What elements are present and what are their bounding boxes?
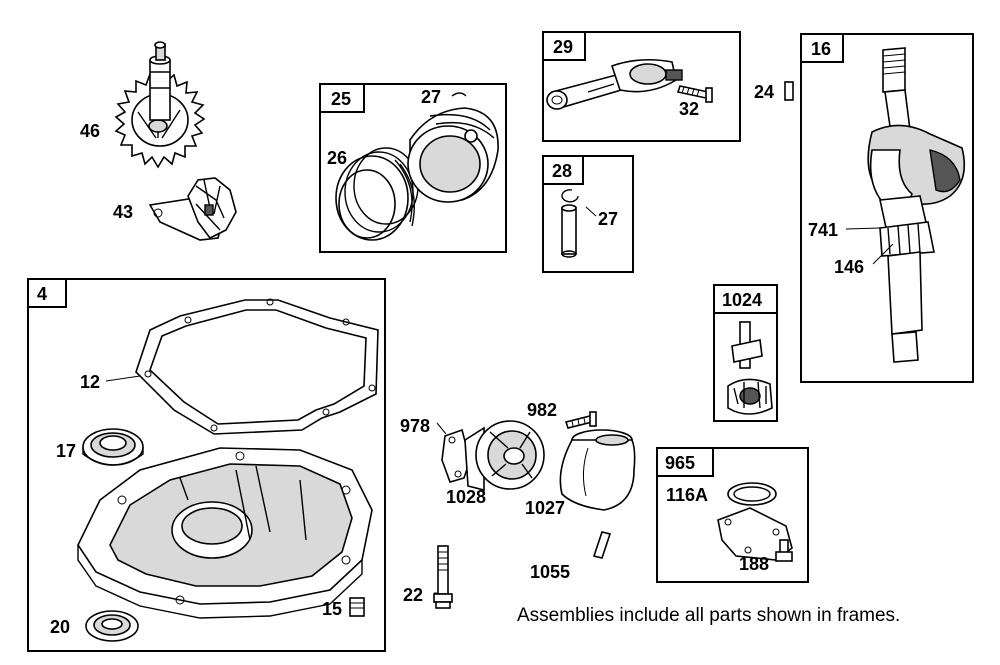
frame-1024: 1024 bbox=[713, 284, 778, 422]
label-116A: 116A bbox=[666, 485, 708, 505]
rod-bolt-illustration bbox=[676, 85, 713, 103]
label-741: 741 bbox=[808, 220, 838, 240]
label-146: 146 bbox=[834, 257, 864, 277]
label-27-pin: 27 bbox=[598, 209, 618, 229]
label-46: 46 bbox=[80, 121, 100, 141]
label-32: 32 bbox=[679, 99, 699, 119]
governor-illustration bbox=[148, 177, 237, 241]
sump-gasket-illustration bbox=[135, 298, 379, 435]
wrist-pin-illustration bbox=[561, 189, 579, 258]
cam-gear-illustration bbox=[114, 41, 206, 169]
crank-key-illustration bbox=[784, 81, 794, 101]
frame-1024-number: 1024 bbox=[722, 290, 762, 310]
label-188: 188 bbox=[739, 554, 769, 574]
frame-4: 4 bbox=[27, 278, 386, 652]
connecting-rod-illustration bbox=[546, 58, 683, 110]
crankshaft-illustration bbox=[867, 47, 966, 363]
drain-plug-illustration bbox=[349, 597, 365, 617]
frame-28: 28 bbox=[542, 155, 634, 273]
dowel-pin-illustration bbox=[592, 531, 612, 559]
frame-29-number: 29 bbox=[553, 37, 573, 57]
piston-rings-illustration bbox=[335, 147, 419, 241]
filter-screw-illustration bbox=[564, 411, 597, 429]
label-982: 982 bbox=[527, 400, 557, 420]
filter-gasket-illustration bbox=[441, 428, 471, 483]
label-1028: 1028 bbox=[446, 487, 486, 507]
sump-seal-illustration bbox=[82, 428, 144, 466]
leader-lines bbox=[105, 206, 894, 594]
engine-sump-illustration bbox=[77, 447, 373, 619]
label-1027: 1027 bbox=[525, 498, 565, 518]
label-1055: 1055 bbox=[530, 562, 570, 582]
assemblies-note: Assemblies include all parts shown in fr… bbox=[517, 605, 901, 626]
frame-16-number: 16 bbox=[811, 39, 831, 59]
oil-seal-illustration bbox=[85, 610, 139, 642]
frame-29: 29 bbox=[542, 31, 741, 142]
part-labels: 46 43 27 26 32 24 27 741 146 12 17 20 15… bbox=[50, 82, 864, 637]
oil-pump-illustration bbox=[727, 321, 773, 415]
label-20: 20 bbox=[50, 617, 70, 637]
label-22: 22 bbox=[403, 585, 423, 605]
label-27-piston: 27 bbox=[421, 87, 441, 107]
label-12: 12 bbox=[80, 372, 100, 392]
long-bolt-illustration bbox=[433, 545, 453, 609]
frame-25: 25 bbox=[319, 83, 507, 253]
label-17: 17 bbox=[56, 441, 76, 461]
filter-adapter-illustration bbox=[464, 420, 545, 492]
label-24: 24 bbox=[754, 82, 774, 102]
frame-965: 965 bbox=[656, 447, 809, 583]
label-43: 43 bbox=[113, 202, 133, 222]
oil-filter-illustration bbox=[559, 429, 636, 511]
o-ring-illustration bbox=[727, 482, 777, 506]
label-15: 15 bbox=[322, 599, 342, 619]
small-bolt-illustration bbox=[775, 539, 793, 562]
frame-16: 16 bbox=[800, 33, 974, 383]
frame-28-number: 28 bbox=[552, 161, 572, 181]
piston-illustration bbox=[407, 92, 499, 203]
frame-25-number: 25 bbox=[331, 89, 351, 109]
frame-965-number: 965 bbox=[665, 453, 695, 473]
label-978: 978 bbox=[400, 416, 430, 436]
label-26: 26 bbox=[327, 148, 347, 168]
frame-4-number: 4 bbox=[37, 284, 47, 304]
